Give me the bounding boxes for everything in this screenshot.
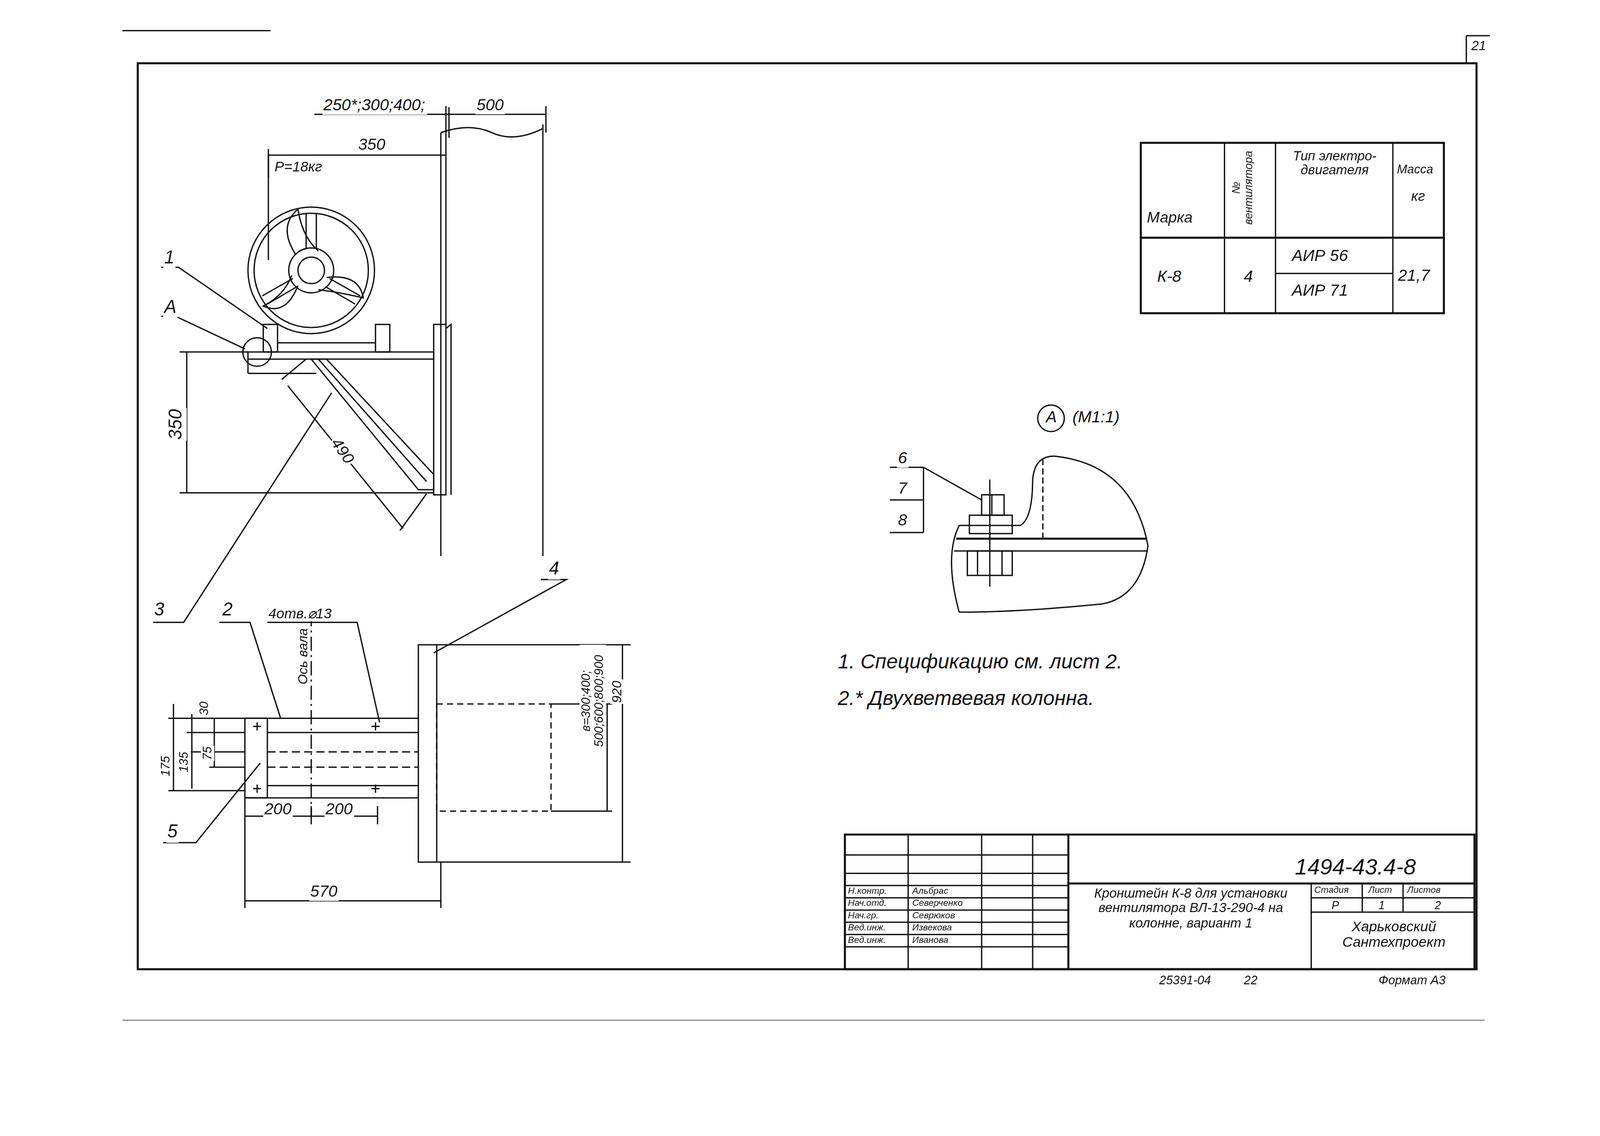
callout-number: 3 (153, 600, 166, 621)
title-cell: Нач.гр. (846, 911, 880, 922)
table-header: кг (1410, 188, 1427, 205)
title-cell: Альбрас (911, 886, 950, 897)
title-cell: Лист (1367, 885, 1393, 896)
title-cell: Извекова (911, 923, 954, 934)
dimension: 30 (197, 700, 212, 717)
title-cell: Листов (1405, 885, 1442, 896)
table-cell: 21,7 (1396, 266, 1431, 285)
dimension: 920 (610, 680, 625, 705)
dimension: 135 (177, 750, 192, 774)
title-cell: Северченко (911, 899, 964, 910)
hole-note: 4отв.⌀13 (267, 605, 333, 622)
table-cell: АИР 56 (1290, 247, 1350, 265)
dimension: 200 (324, 800, 355, 818)
dimension: 250*;300;400; (322, 95, 426, 114)
table-cell: К-8 (1155, 267, 1182, 286)
title-cell: Р (1330, 899, 1341, 912)
callout-number: 7 (896, 479, 908, 498)
dimension: в=300;400; 500;600;800;900 (579, 644, 607, 758)
title-cell: Вед.инж. (846, 923, 887, 934)
dimension: 500 (475, 95, 505, 114)
organization: Харьковский Сантехпроект (1316, 919, 1472, 951)
title-cell: Вед.инж. (846, 935, 887, 946)
load-note: P=18кг (273, 159, 324, 176)
title-cell: 1 (1377, 899, 1386, 912)
table-header: Марка (1145, 209, 1194, 226)
title-cell: Стадия (1313, 885, 1351, 896)
callout-number: 2 (221, 600, 234, 621)
callout-number: 4 (548, 559, 561, 580)
title-cell: Н.контр. (846, 886, 888, 897)
dimension: 570 (309, 882, 339, 901)
table-header: Тип электро-двигателя (1277, 148, 1392, 179)
drawing-title: Кронштейн К-8 для установки вентилятора … (1071, 886, 1311, 931)
table-cell: 4 (1242, 267, 1254, 286)
title-cell: 2 (1433, 899, 1443, 912)
table-header: Масса (1395, 163, 1434, 177)
dimension: 175 (159, 755, 173, 778)
note: 2.* Двухветвевая колонна. (836, 686, 1095, 710)
table-header: № вентилятора (1229, 144, 1255, 231)
detail-mark: А (1044, 407, 1058, 426)
dimension: 75 (200, 745, 215, 762)
sheet-number: 21 (1470, 39, 1488, 54)
title-cell: Севрюков (911, 911, 957, 922)
detail-mark: A (163, 298, 178, 319)
drawing-code: 1494-43.4-8 (1293, 854, 1417, 880)
callout-number: 8 (896, 511, 908, 529)
dimension: 490 (327, 433, 359, 468)
note: 1. Спецификацию см. лист 2. (836, 650, 1124, 673)
dimension: 350 (357, 135, 387, 154)
callout-number: 6 (896, 448, 908, 467)
callout-number: 5 (166, 822, 179, 843)
title-cell: Нач.отд. (846, 899, 888, 910)
archive-number: 22 (1242, 974, 1259, 988)
callout-number: 1 (163, 248, 176, 269)
format-note: Формат А3 (1377, 974, 1447, 988)
archive-number: 25391-04 (1158, 974, 1213, 988)
scale-note: (М1:1) (1071, 407, 1121, 426)
dimension: 200 (263, 800, 293, 818)
title-cell: Иванова (911, 935, 950, 946)
axis-label: Ось вала (295, 627, 311, 686)
table-cell: АИР 71 (1290, 281, 1350, 300)
dimension: 350 (166, 407, 187, 441)
